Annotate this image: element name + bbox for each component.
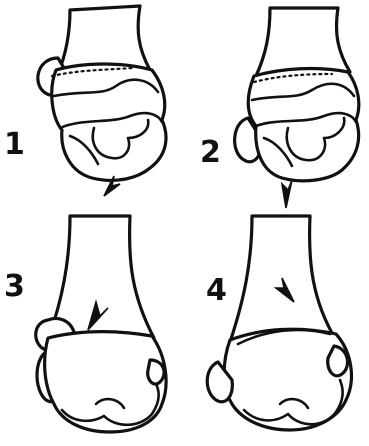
fig4-right-knob bbox=[328, 346, 348, 376]
figure-4: 4 bbox=[206, 216, 351, 430]
figure-1: 1 bbox=[4, 6, 166, 196]
fig3-label: 3 bbox=[4, 269, 25, 304]
fig1-label: 1 bbox=[4, 127, 25, 162]
fig2-arrow bbox=[282, 180, 292, 208]
fig2-femur-shaft bbox=[256, 8, 350, 76]
figure-2: 2 bbox=[200, 8, 359, 208]
fig3-right-knob bbox=[148, 360, 164, 384]
figure-3: 3 bbox=[4, 216, 166, 432]
fig2-label: 2 bbox=[200, 135, 221, 170]
fig4-label: 4 bbox=[206, 273, 227, 308]
